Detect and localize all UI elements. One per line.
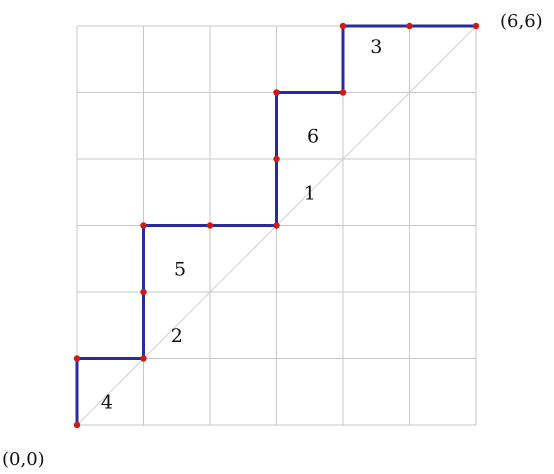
region-label: 3	[370, 36, 382, 58]
lattice-point	[140, 355, 147, 362]
lattice-point	[406, 22, 413, 30]
region-label: 5	[174, 259, 186, 281]
lattice-point	[206, 222, 214, 229]
region-label: 1	[304, 182, 316, 204]
lattice-point	[339, 89, 347, 96]
lattice-point	[140, 288, 147, 296]
lattice-point	[472, 22, 480, 30]
lattice-point	[273, 222, 280, 229]
lattice-path	[75, 24, 478, 427]
lattice-point	[339, 22, 347, 30]
lattice-point	[73, 421, 81, 429]
lattice-points	[73, 22, 480, 429]
lattice-point	[273, 89, 280, 96]
lattice-point	[140, 222, 147, 229]
lattice-point	[73, 355, 81, 362]
origin-label: (0,0)	[2, 449, 45, 470]
region-label: 6	[307, 126, 319, 148]
region-label: 4	[101, 392, 113, 414]
lattice-point	[273, 155, 280, 163]
region-labels: 4 2 5 1 6 3	[101, 36, 382, 414]
end-point-label: (6,6)	[500, 11, 543, 32]
region-label: 2	[171, 325, 183, 347]
